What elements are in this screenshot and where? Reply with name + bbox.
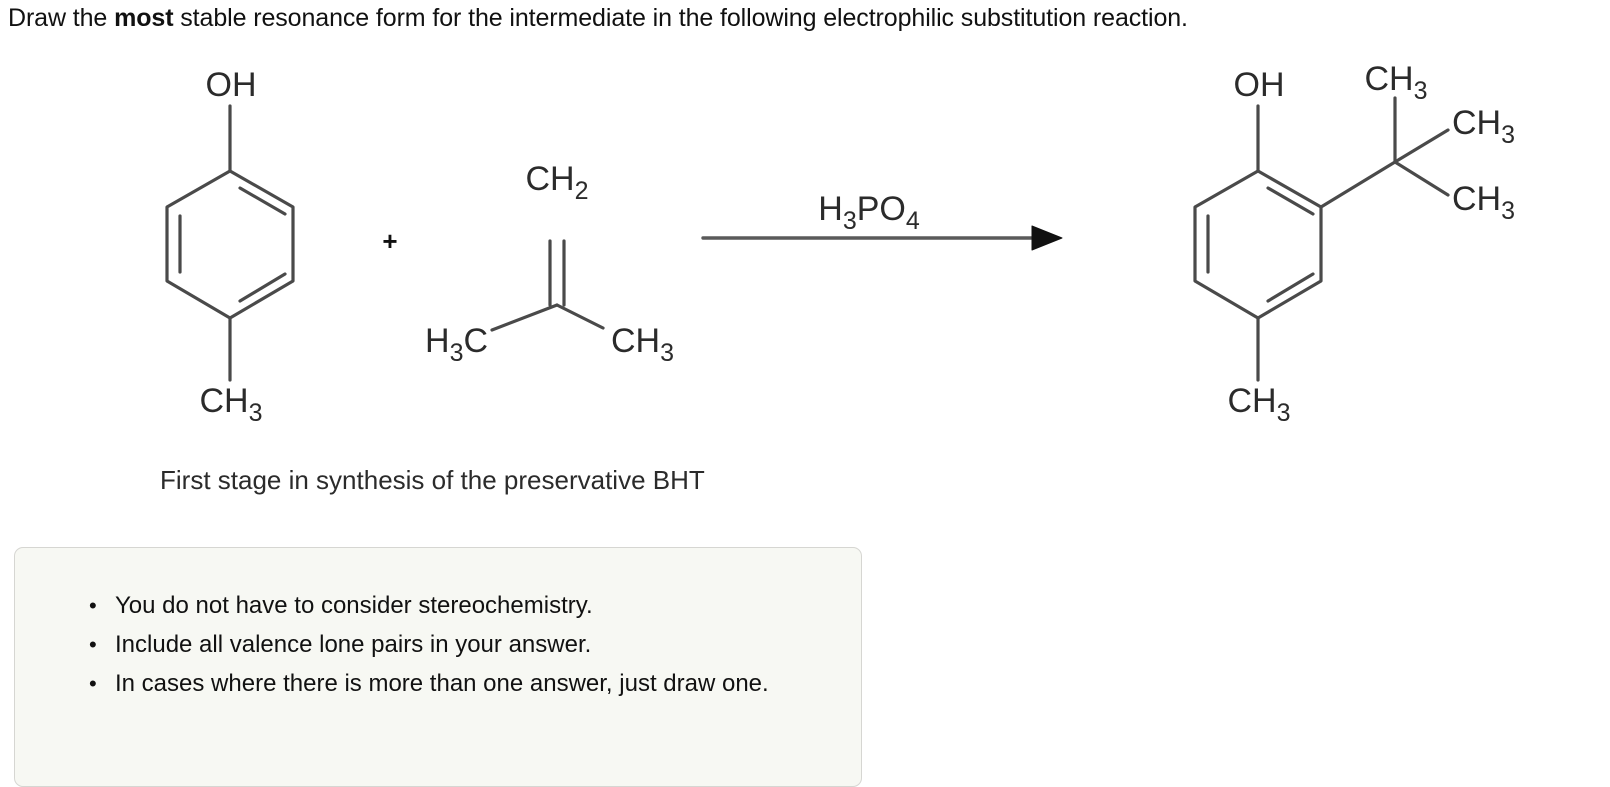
list-item: • Include all valence lone pairs in your… [15,625,861,664]
product-ring-methyl-label: CH3 [1227,382,1290,427]
page-title: Draw the most stable resonance form for … [8,2,1568,34]
phenol-methyl-label: CH3 [199,382,262,427]
alkene-bond-to-left-methyl [490,303,559,332]
note-text: In cases where there is more than one an… [115,670,769,697]
tbutyl-bond-to-methyl-upper-right [1393,128,1450,164]
tbutyl-methyl-upper-right-label: CH3 [1452,104,1515,149]
bullet-glyph: • [89,593,97,618]
reaction-arrow [701,225,1063,251]
product-benzene-ring [1193,169,1323,320]
scheme-caption: First stage in synthesis of the preserva… [160,465,705,495]
reaction-scheme: OH CH3 + CH2 H3C CH3 H3PO4 [0,40,1610,440]
notes-panel: • You do not have to consider stereochem… [14,547,862,787]
alkene-vinyl-label: CH2 [525,160,588,205]
product-bond-ring-to-tbutyl [1319,160,1397,209]
reaction-arrow-head [1031,225,1063,251]
plus-sign: + [382,226,397,256]
notes-list: • You do not have to consider stereochem… [15,548,861,703]
product-structure [1193,96,1450,382]
phenol-double-bond-lower-right [238,272,287,303]
alkene-right-methyl-label: CH3 [611,322,674,367]
tbutyl-methyl-lower-right-label: CH3 [1452,180,1515,225]
prompt-text-before: Draw the [8,4,115,32]
arrow-reagent-label: H3PO4 [818,190,920,235]
tbutyl-methyl-top-label: CH3 [1364,60,1427,105]
phenol-hydroxyl-label: OH [206,66,257,104]
alkene-bond-to-right-methyl [555,303,605,330]
phenol-double-bond-upper-right [238,186,287,216]
reactant-phenol-structure [165,104,295,382]
tbutyl-bond-to-methyl-lower-right [1393,160,1450,197]
product-double-bond-lower-right [1266,272,1315,303]
list-item: • In cases where there is more than one … [15,664,861,703]
note-text: You do not have to consider stereochemis… [115,592,593,619]
bullet-glyph: • [89,632,97,657]
product-hydroxyl-label: OH [1234,66,1285,104]
reactant-alkene-structure [490,239,605,332]
prompt-text-after: stable resonance form for the intermedia… [173,4,1188,32]
note-text: Include all valence lone pairs in your a… [115,631,592,658]
product-double-bond-upper-right [1266,186,1315,216]
phenol-benzene-ring [165,169,295,320]
list-item: • You do not have to consider stereochem… [15,586,861,625]
alkene-left-methyl-label: H3C [425,322,488,367]
prompt-emphasis: most [114,4,174,32]
bullet-glyph: • [89,671,97,696]
